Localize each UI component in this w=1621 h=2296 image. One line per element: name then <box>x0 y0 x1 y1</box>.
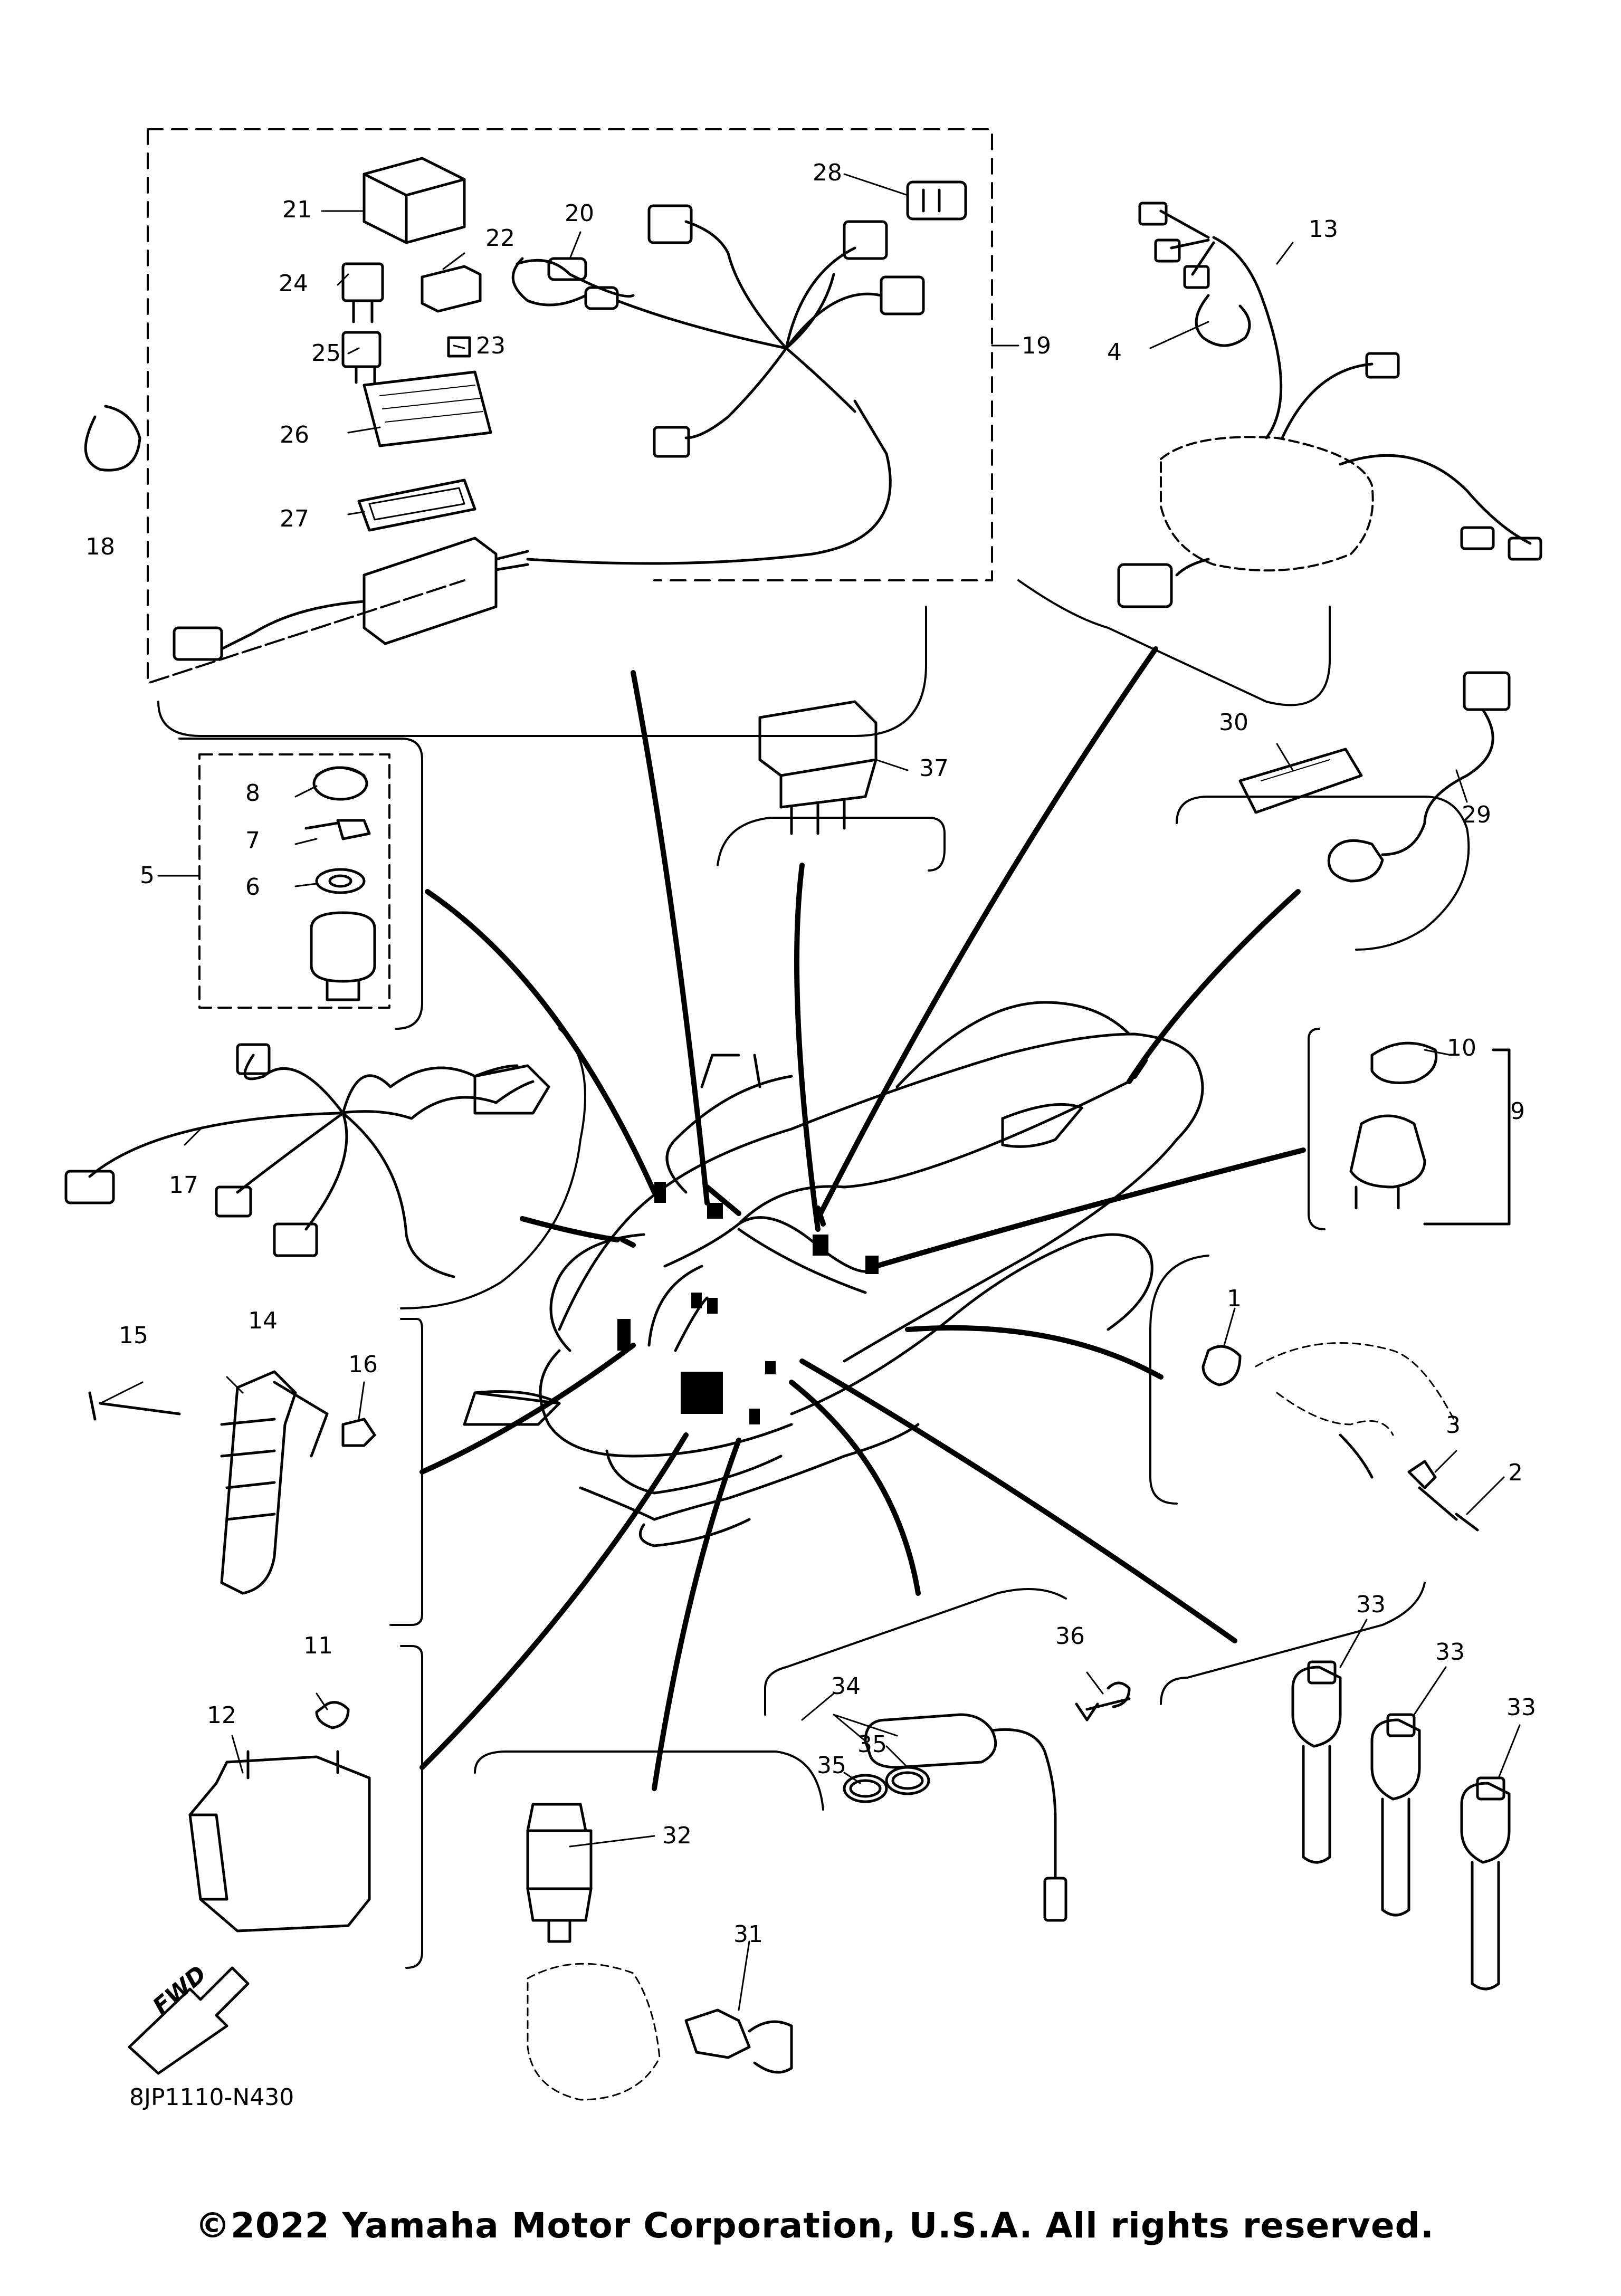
part-label-33-c: 33 <box>1506 1694 1536 1721</box>
ignition-coil-group <box>1160 1582 1511 1991</box>
part-label-7: 7 <box>245 827 260 854</box>
part-label-20: 20 <box>565 200 594 227</box>
part-label-37: 37 <box>919 755 949 782</box>
part-label-27: 27 <box>280 505 309 532</box>
part-label-31: 31 <box>733 1921 763 1948</box>
control-unit-group <box>188 1645 423 1969</box>
part-label-9: 9 <box>1510 1098 1525 1125</box>
part-label-33-b: 33 <box>1435 1639 1465 1666</box>
part-label-24: 24 <box>279 270 308 297</box>
part-label-11: 11 <box>303 1632 333 1659</box>
part-label-22: 22 <box>485 225 515 252</box>
part-label-32: 32 <box>662 1822 692 1849</box>
part-label-2: 2 <box>1508 1459 1523 1486</box>
part-label-33-a: 33 <box>1356 1591 1386 1618</box>
leader-lines <box>419 646 1306 1791</box>
label-leaders <box>99 173 1521 2011</box>
part-label-19: 19 <box>1022 332 1051 359</box>
sensor-34-group <box>764 1588 1131 1922</box>
switch-37-group <box>717 700 946 872</box>
part-label-15: 15 <box>119 1322 148 1349</box>
part-label-3: 3 <box>1446 1412 1461 1439</box>
circlip-18-drawing <box>84 405 141 472</box>
part-label-25: 25 <box>311 340 341 367</box>
part-label-10: 10 <box>1447 1035 1476 1061</box>
part-label-23: 23 <box>476 332 506 359</box>
part-label-14: 14 <box>248 1307 278 1334</box>
part-label-29: 29 <box>1462 801 1491 828</box>
copyright-notice: ©2022 Yamaha Motor Corporation, U.S.A. A… <box>195 2205 1434 2246</box>
part-label-30: 30 <box>1219 709 1248 736</box>
harness-13-group <box>1017 202 1542 706</box>
part-label-21: 21 <box>282 196 312 223</box>
part-label-35-b: 35 <box>817 1752 846 1779</box>
part-label-26: 26 <box>280 422 309 448</box>
pressure-sensor-group <box>474 1750 824 2101</box>
part-label-8: 8 <box>245 780 260 807</box>
part-label-18: 18 <box>85 533 115 560</box>
part-label-16: 16 <box>348 1351 378 1378</box>
part-label-1: 1 <box>1227 1285 1242 1312</box>
part-label-28: 28 <box>813 159 842 186</box>
part-label-12: 12 <box>207 1702 236 1729</box>
ground-bolt-group <box>1149 1255 1479 1532</box>
harness-29-group <box>1176 671 1511 951</box>
part-label-13: 13 <box>1309 216 1338 243</box>
part-label-17: 17 <box>169 1172 198 1199</box>
fwd-arrow-icon <box>128 1966 250 2075</box>
part-label-36: 36 <box>1055 1623 1085 1650</box>
part-label-4: 4 <box>1107 339 1122 366</box>
fuse-box-assembly-group <box>147 128 993 737</box>
part-label-6: 6 <box>245 874 260 901</box>
main-switch-group <box>178 738 423 1030</box>
part-label-34: 34 <box>831 1673 861 1700</box>
diagram-code: 8JP1110-N430 <box>129 2084 294 2111</box>
part-label-5: 5 <box>140 862 155 889</box>
switch-9-group <box>1308 1028 1511 1230</box>
harness-17-group <box>64 1028 586 1309</box>
watercraft-outline <box>463 1001 1204 1547</box>
part-label-35-a: 35 <box>857 1731 887 1758</box>
